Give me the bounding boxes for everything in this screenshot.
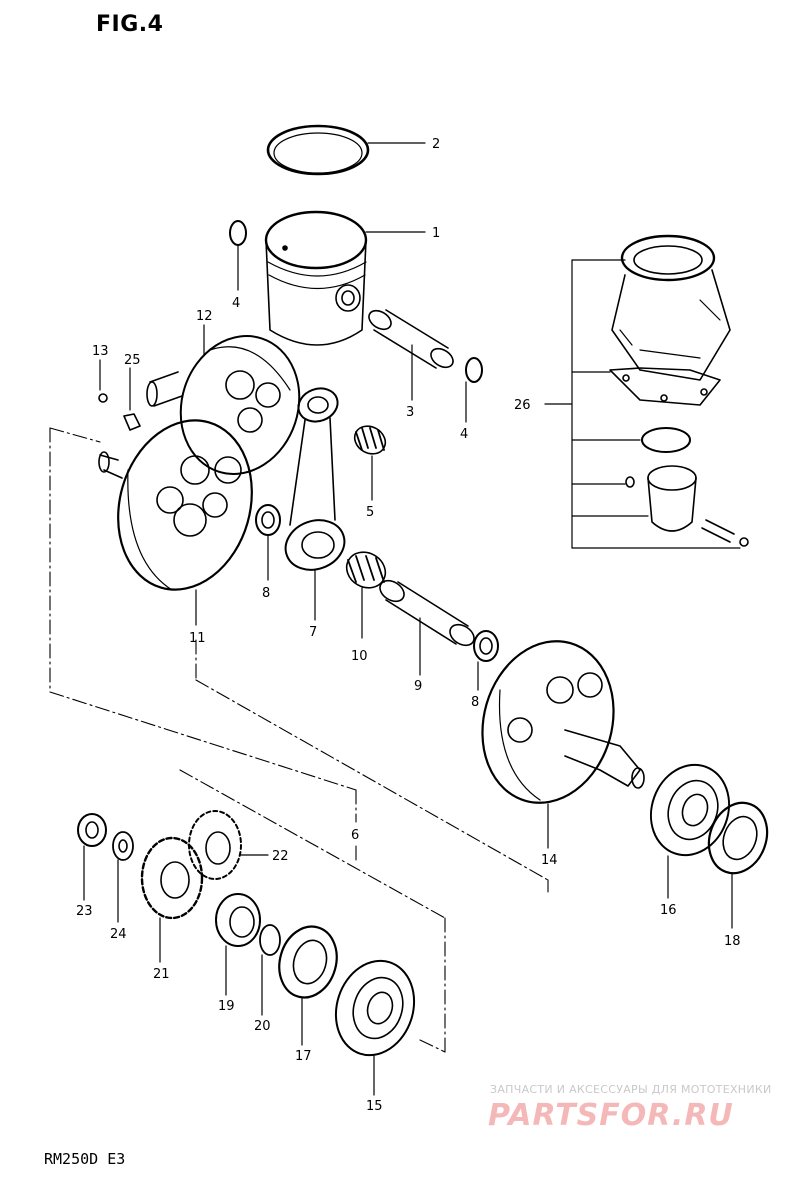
bearing-16 xyxy=(649,763,731,857)
callout-6: 6 xyxy=(351,828,359,843)
crank-wheel-12 xyxy=(146,335,301,475)
callout-4-right: 4 xyxy=(460,427,468,442)
callout-15: 15 xyxy=(366,1099,383,1114)
callout-4-left: 4 xyxy=(232,296,240,311)
callout-3: 3 xyxy=(406,405,414,420)
callout-18: 18 xyxy=(724,934,741,949)
circlip-4-right xyxy=(465,357,483,383)
piston-pin-3 xyxy=(368,309,454,369)
nut-23 xyxy=(77,813,107,847)
callout-25: 25 xyxy=(124,353,141,368)
callout-26: 26 xyxy=(514,398,531,413)
assembly-boundary-6 xyxy=(49,427,549,1053)
callout-10: 10 xyxy=(351,649,368,664)
callout-21: 21 xyxy=(153,967,170,982)
thrust-washer-8-left xyxy=(255,504,281,536)
thrust-washer-8-right xyxy=(473,630,499,662)
callout-22: 22 xyxy=(272,849,289,864)
leader-lines xyxy=(83,142,741,1096)
needle-bearing-5 xyxy=(353,425,387,455)
figure-title: FIG.4 xyxy=(96,12,164,37)
callout-12: 12 xyxy=(196,309,213,324)
callout-19: 19 xyxy=(218,999,235,1014)
callout-8-left: 8 xyxy=(262,586,270,601)
piston-1 xyxy=(264,210,368,346)
needle-bearing-10 xyxy=(345,551,387,589)
key-25 xyxy=(123,413,141,431)
connecting-rod-7 xyxy=(284,387,346,571)
o-ring-20 xyxy=(259,924,281,956)
callout-20: 20 xyxy=(254,1019,271,1034)
crank-wheel-14 xyxy=(481,640,645,804)
watermark-tagline: ЗАПЧАСТИ И АКСЕССУАРЫ ДЛЯ МОТОТЕХНИКИ xyxy=(490,1083,772,1096)
bearing-15 xyxy=(334,959,416,1057)
cylinder-kit-26 xyxy=(609,234,749,547)
callout-5: 5 xyxy=(366,505,374,520)
callout-7: 7 xyxy=(309,625,317,640)
callout-24: 24 xyxy=(110,927,127,942)
oil-seal-17 xyxy=(278,925,338,999)
piston-ring-2 xyxy=(266,124,370,176)
callout-1: 1 xyxy=(432,226,440,241)
watermark-logo: PARTSFOR.RU xyxy=(488,1098,734,1133)
callout-9: 9 xyxy=(414,679,422,694)
callout-14: 14 xyxy=(541,853,558,868)
callout-2: 2 xyxy=(432,137,440,152)
callout-16: 16 xyxy=(660,903,677,918)
circlip-4-left xyxy=(229,220,247,246)
callout-8-right: 8 xyxy=(471,695,479,710)
gear-21 xyxy=(140,836,204,920)
gear-22 xyxy=(188,810,242,880)
oil-seal-18 xyxy=(707,801,769,875)
crank-pin-9 xyxy=(379,579,475,647)
model-code: RM250D E3 xyxy=(44,1150,126,1168)
spacer-19 xyxy=(215,893,261,947)
callout-labels: 2 1 4 3 4 5 8 7 10 9 8 12 13 25 26 11 6 … xyxy=(76,137,741,1114)
crank-wheel-11 xyxy=(98,419,253,591)
callout-23: 23 xyxy=(76,904,93,919)
callout-17: 17 xyxy=(295,1049,312,1064)
callout-11: 11 xyxy=(189,631,206,646)
callout-13: 13 xyxy=(92,344,109,359)
ball-13 xyxy=(98,393,108,403)
washer-24 xyxy=(112,831,134,861)
